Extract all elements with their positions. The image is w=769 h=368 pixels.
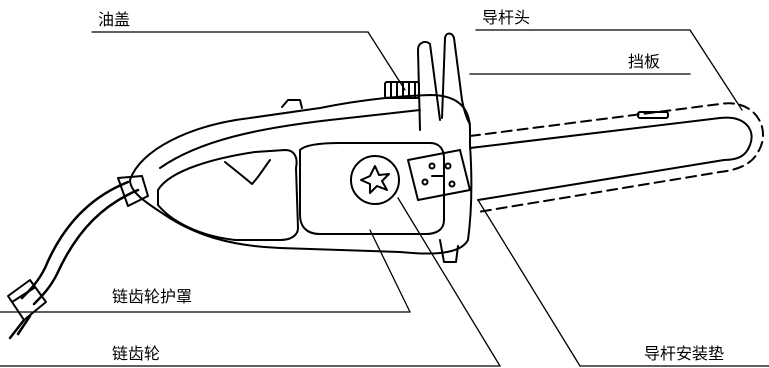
- saw-chain: [469, 102, 764, 213]
- leader-lines: [0, 29, 769, 367]
- body-foot: [439, 239, 459, 263]
- sprocket-shape: [350, 155, 400, 205]
- label-sprocket: 链齿轮: [112, 344, 161, 363]
- label-baffle: 挡板: [628, 52, 661, 71]
- lock-button: [281, 99, 303, 109]
- label-bar-mounting-pad: 导杆安装垫: [644, 344, 725, 363]
- label-bar-tip: 导杆头: [482, 8, 531, 27]
- label-sprocket-cover: 链齿轮护罩: [112, 287, 193, 306]
- trigger: [224, 159, 271, 185]
- power-cord: [20, 180, 130, 300]
- hand-guard-2: [441, 32, 471, 125]
- guide-bar: [469, 116, 753, 201]
- plug: [7, 279, 47, 340]
- hand-guard: [417, 41, 441, 131]
- label-oil-cap: 油盖: [98, 10, 131, 29]
- bar-mounting-plate: [407, 149, 471, 201]
- strain-relief: [117, 175, 149, 207]
- handle-opening: [157, 149, 299, 241]
- power-cord-inner: [32, 188, 140, 306]
- housing-top-ridge: [159, 109, 421, 169]
- chain-links-detail: [637, 111, 669, 119]
- sprocket-cover-panel: [299, 142, 445, 235]
